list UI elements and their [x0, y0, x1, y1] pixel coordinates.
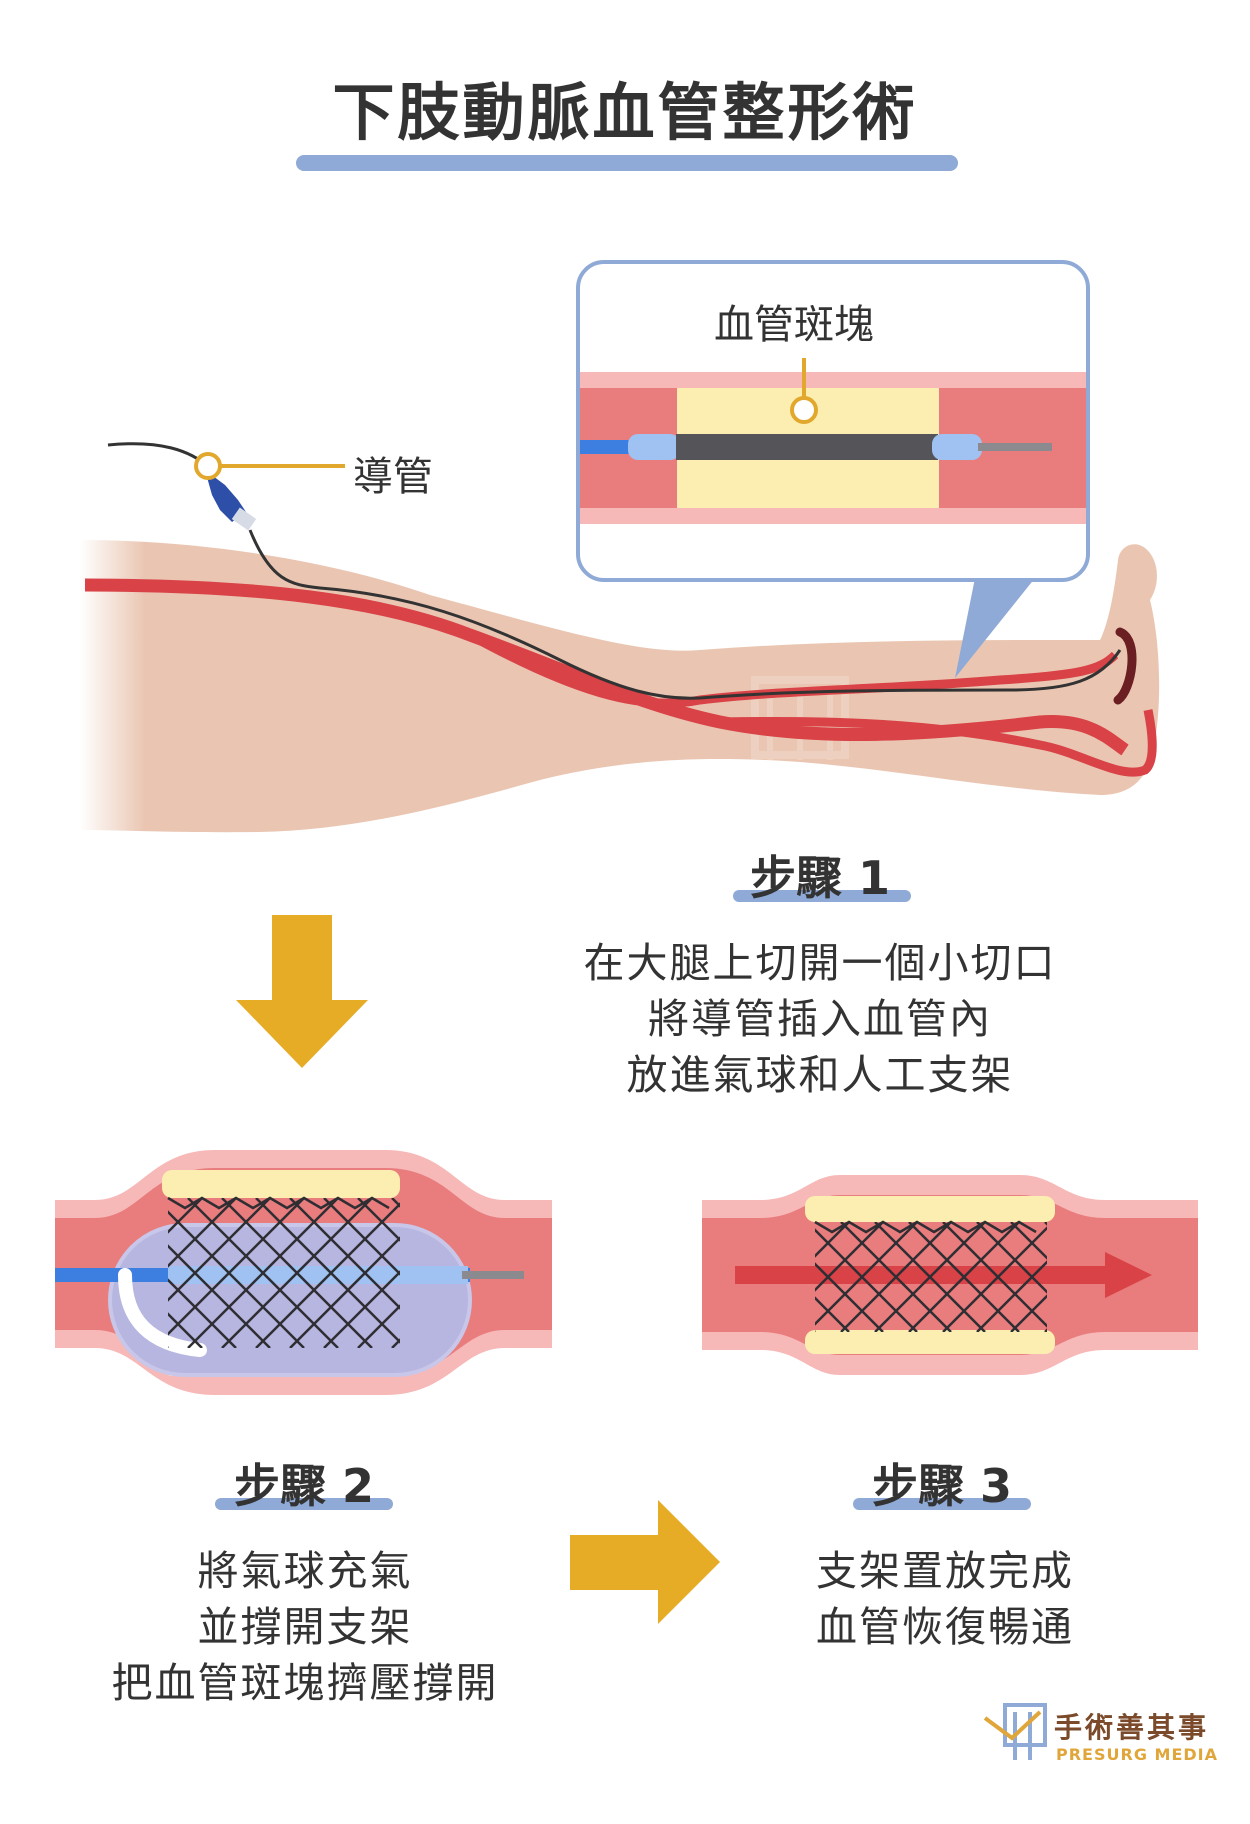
- step1-heading: 步驟 1: [749, 851, 891, 905]
- page-title: 下肢動脈血管整形術: [332, 76, 918, 149]
- step1-underline: [733, 890, 911, 902]
- step2-line: 並撐開支架: [197, 1603, 413, 1651]
- blood-flow-arrow: [735, 1252, 1152, 1298]
- step2-heading: 步驟 2: [233, 1459, 375, 1513]
- step1-line: 將導管插入血管內: [648, 995, 992, 1043]
- step2-line: 將氣球充氣: [197, 1547, 413, 1595]
- step3-line: 支架置放完成: [816, 1547, 1074, 1595]
- step3-vessel: [702, 1175, 1198, 1375]
- step3-description: 支架置放完成 血管恢復暢通: [760, 1543, 1130, 1655]
- right-arrow: [570, 1500, 720, 1624]
- title-underline: [296, 155, 958, 171]
- peroneal-artery: [719, 709, 1157, 777]
- step2-line: 把血管斑塊擠壓撐開: [111, 1659, 499, 1707]
- callout-balloon-right: [932, 434, 982, 460]
- step2-wire-tip: [462, 1271, 524, 1279]
- plaque-callout: [576, 260, 1090, 678]
- catheter-hub-ring: [231, 507, 257, 531]
- step2-description: 將氣球充氣 並撐開支架 把血管斑塊擠壓撐開: [60, 1543, 550, 1711]
- plaque-label: 血管斑塊: [714, 302, 874, 348]
- callout-tail: [955, 578, 1035, 678]
- step2-stent-mesh: [167, 1196, 400, 1348]
- catheter-wire: [248, 529, 1122, 700]
- step1-line: 在大腿上切開一個小切口: [583, 939, 1057, 987]
- step1-line: 放進氣球和人工支架: [626, 1051, 1014, 1099]
- step3-heading: 步驟 3: [871, 1459, 1013, 1513]
- callout-wire-tip: [978, 443, 1052, 451]
- step3-plaque-bottom: [805, 1330, 1055, 1354]
- step2-plaque-top: [162, 1170, 400, 1198]
- callout-balloon-body: [676, 434, 938, 460]
- femoral-artery: [84, 578, 1129, 756]
- step3-line: 血管恢復暢通: [816, 1603, 1074, 1651]
- brand-name-zh: 手術善其事: [1054, 1711, 1210, 1744]
- catheter-pointer-dot: [194, 452, 222, 480]
- step1-description: 在大腿上切開一個小切口 將導管插入血管內 放進氣球和人工支架: [540, 935, 1100, 1103]
- down-arrow: [236, 915, 368, 1068]
- callout-balloon-left: [628, 434, 680, 460]
- plaque-pointer-dot: [790, 396, 818, 424]
- step2-underline: [215, 1498, 393, 1510]
- brand-logo-icon: [983, 1703, 1047, 1760]
- step2-balloon-highlight: [118, 1268, 207, 1357]
- catheter-hub: [205, 470, 246, 522]
- step3-underline: [853, 1498, 1031, 1510]
- artery-end: [1113, 627, 1137, 705]
- brand-name-en: PRESURG MEDIA: [1056, 1745, 1218, 1764]
- step3-plaque-top: [805, 1196, 1055, 1222]
- catheter-label: 導管: [353, 454, 433, 500]
- catheter: [107, 442, 1122, 700]
- step2-vessel: [55, 1150, 552, 1395]
- step2-catheter: [168, 1266, 468, 1284]
- step3-stent-mesh: [814, 1220, 1047, 1332]
